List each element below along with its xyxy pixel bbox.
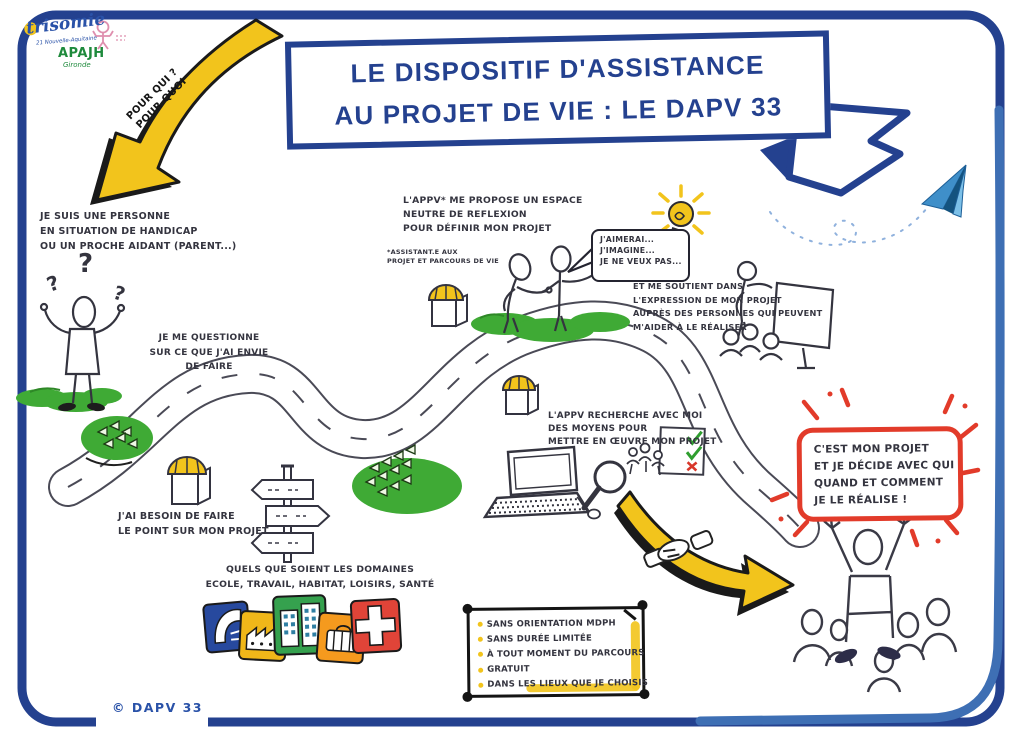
conditions-note: SANS ORIENTATION MDPH SANS DURÉE LIMITÉE…	[462, 600, 650, 702]
text-soutient: ET ME SOUTIENT DANS L'EXPRESSION DE MON …	[633, 281, 823, 332]
lightbulb-icon	[651, 184, 711, 237]
title-line-2: AU PROJET DE VIE : LE DAPV 33	[334, 91, 783, 131]
condition-text: SANS ORIENTATION MDPH	[486, 617, 616, 630]
svg-text:?: ?	[78, 249, 93, 279]
house-icon	[501, 375, 539, 416]
questioning-person: ? ? ?	[39, 249, 128, 412]
house-icon	[166, 456, 211, 506]
magnifier-search-icon	[581, 442, 665, 511]
celebration-scene	[792, 514, 958, 693]
condition-item: SANS DURÉE LIMITÉE	[477, 630, 642, 647]
appv-conversation-figures	[502, 245, 603, 334]
text-recherche: L'APPV RECHERCHE AVEC MOI DES MOYENS POU…	[548, 411, 717, 447]
checklist-icon	[658, 426, 706, 476]
svg-text:?: ?	[44, 270, 63, 297]
bush-left	[81, 416, 153, 467]
speech-bubble: J'AIMERAI... J'IMAGINE... JE NE VEUX PAS…	[591, 229, 690, 282]
text-appv-footnote: *ASSISTANT.E AUX PROJET ET PARCOURS DE V…	[387, 248, 499, 265]
bullet-dot	[478, 682, 484, 688]
logo-apajh-subtext: Gironde	[63, 61, 91, 69]
condition-text: À TOUT MOMENT DU PARCOURS	[486, 648, 645, 660]
condition-item: DANS LES LIEUX QUE JE CHOISIS	[478, 676, 648, 693]
condition-text: GRATUIT	[487, 664, 530, 675]
condition-text: SANS DURÉE LIMITÉE	[486, 633, 593, 645]
bullet-dot	[477, 637, 483, 643]
condition-item: À TOUT MOMENT DU PARCOURS	[477, 645, 645, 662]
logo-apajh: APAJH	[58, 46, 105, 61]
decide-callout: C'EST MON PROJET ET JE DÉCIDE AVEC QUI Q…	[796, 426, 964, 522]
handshake-arrow	[614, 490, 795, 616]
frame-border	[17, 10, 1005, 734]
red-burst-marks	[769, 387, 981, 548]
condition-text: DANS LES LIEUX QUE JE CHOISIS	[487, 678, 649, 691]
condition-item: SANS ORIENTATION MDPH	[477, 615, 642, 632]
text-domaines: QUELS QUE SOIENT LES DOMAINES ECOLE, TRA…	[205, 564, 435, 590]
pushpin-icon	[462, 603, 473, 614]
condition-item: GRATUIT	[478, 661, 642, 678]
presenter-scene	[719, 260, 835, 370]
bullet-dot	[478, 667, 484, 673]
health-icon	[349, 598, 403, 654]
pushpin-icon	[462, 691, 473, 702]
house-icon	[427, 284, 468, 328]
pushpin-icon	[637, 600, 648, 611]
text-questionne: JE ME QUESTIONNE SUR CE QUE J'AI ENVIE D…	[149, 333, 269, 372]
signpost-icon	[250, 464, 331, 563]
text-appv-espace: L'APPV* ME PROPOSE UN ESPACE NEUTRE DE R…	[403, 195, 583, 234]
handshake-icon	[643, 529, 714, 568]
copyright-label: © DAPV 33	[112, 700, 203, 715]
pushpin-icon	[639, 689, 650, 700]
housing-icon	[272, 594, 328, 656]
bullet-dot	[477, 652, 484, 658]
winding-road	[48, 300, 820, 548]
laptop-icon	[482, 445, 601, 520]
text-persona: JE SUIS UNE PERSONNE EN SITUATION DE HAN…	[40, 211, 237, 252]
bush-right	[352, 443, 462, 514]
child-drawing-logo	[92, 20, 128, 50]
paper-plane-icon	[769, 164, 967, 246]
pour-qui-arrow	[90, 18, 284, 205]
title-banner: LE DISPOSITIF D'ASSISTANCE AU PROJET DE …	[284, 30, 832, 150]
svg-text:?: ?	[110, 282, 127, 306]
bullet-dot	[477, 621, 483, 627]
speech-bubble-tail	[567, 245, 595, 274]
text-besoin: J'AI BESOIN DE FAIRE LE POINT SUR MON PR…	[118, 511, 269, 537]
